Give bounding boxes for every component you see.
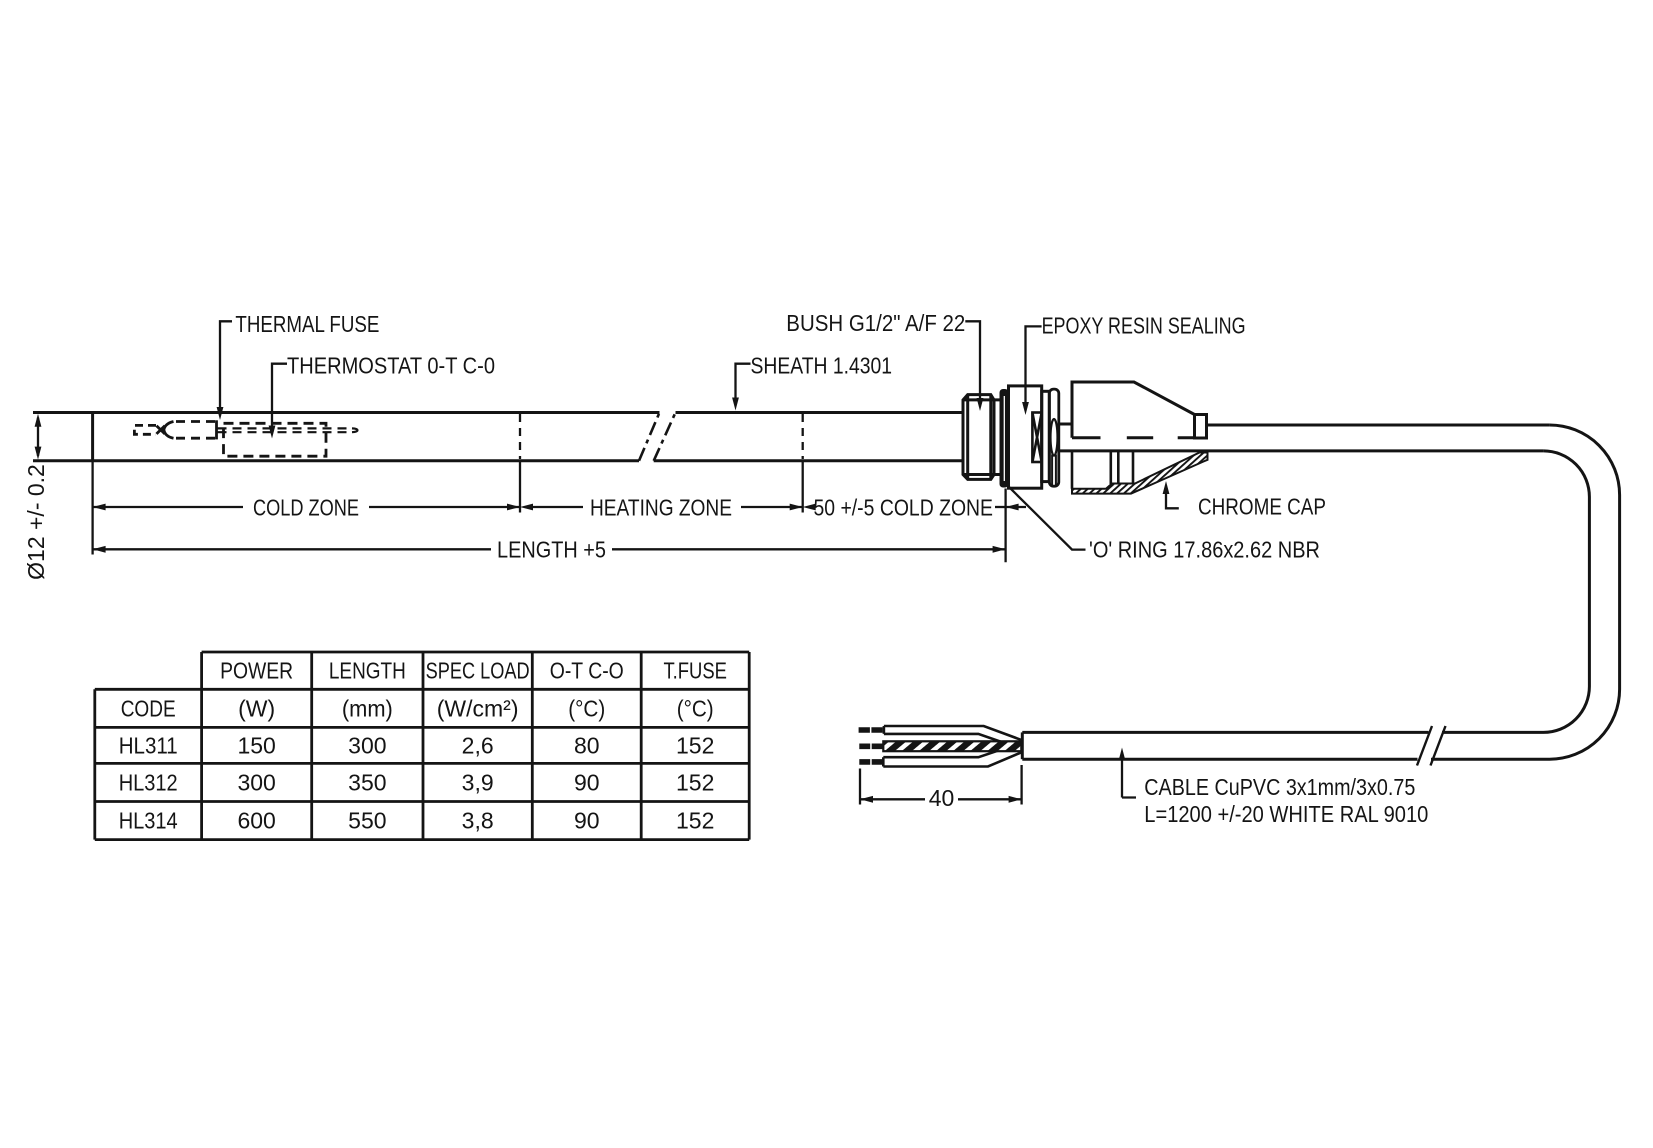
svg-text:Ø12 +/- 0.2: Ø12 +/- 0.2: [23, 464, 49, 580]
svg-text:152: 152: [676, 769, 714, 795]
svg-text:HL314: HL314: [119, 808, 178, 834]
svg-text:550: 550: [348, 808, 386, 834]
svg-text:350: 350: [348, 769, 386, 795]
svg-text:90: 90: [574, 769, 600, 795]
svg-text:SHEATH 1.4301: SHEATH 1.4301: [751, 353, 893, 379]
svg-text:EPOXY RESIN SEALING: EPOXY RESIN SEALING: [1042, 312, 1246, 338]
svg-text:CABLE CuPVC 3x1mm/3x0.75: CABLE CuPVC 3x1mm/3x0.75: [1144, 774, 1415, 800]
svg-text:(W): (W): [238, 695, 275, 721]
svg-text:HL311: HL311: [119, 732, 178, 758]
svg-text:152: 152: [676, 808, 714, 834]
svg-text:2,6: 2,6: [462, 732, 494, 758]
svg-text:50 +/-5 COLD ZONE: 50 +/-5 COLD ZONE: [814, 495, 994, 521]
svg-text:90: 90: [574, 808, 600, 834]
svg-text:600: 600: [237, 808, 275, 834]
svg-text:L=1200 +/-20 WHITE RAL 9010: L=1200 +/-20 WHITE RAL 9010: [1144, 801, 1428, 827]
svg-text:152: 152: [676, 732, 714, 758]
svg-text:LENGTH +5: LENGTH +5: [497, 537, 606, 563]
svg-text:80: 80: [574, 732, 600, 758]
svg-text:300: 300: [348, 732, 386, 758]
svg-text:CODE: CODE: [121, 695, 176, 721]
svg-text:T.FUSE: T.FUSE: [663, 658, 727, 684]
svg-text:3,9: 3,9: [462, 769, 494, 795]
svg-text:HEATING ZONE: HEATING ZONE: [590, 495, 732, 521]
svg-text:150: 150: [237, 732, 275, 758]
svg-text:(W/cm²): (W/cm²): [437, 695, 519, 721]
svg-text:THERMOSTAT 0-T C-0: THERMOSTAT 0-T C-0: [287, 353, 495, 379]
svg-text:3,8: 3,8: [462, 808, 494, 834]
svg-text:300: 300: [237, 769, 275, 795]
svg-text:COLD ZONE: COLD ZONE: [253, 495, 359, 521]
svg-text:'O' RING 17.86x2.62 NBR: 'O' RING 17.86x2.62 NBR: [1089, 537, 1320, 563]
svg-text:CHROME CAP: CHROME CAP: [1198, 494, 1326, 520]
svg-text:LENGTH: LENGTH: [329, 658, 406, 684]
svg-text:BUSH G1/2" A/F 22: BUSH G1/2" A/F 22: [786, 310, 965, 336]
svg-text:(°C): (°C): [568, 695, 605, 721]
svg-text:THERMAL FUSE: THERMAL FUSE: [235, 311, 379, 337]
svg-text:(mm): (mm): [342, 695, 393, 721]
svg-text:HL312: HL312: [119, 769, 178, 795]
svg-text:SPEC LOAD: SPEC LOAD: [426, 658, 530, 684]
svg-text:O-T C-O: O-T C-O: [550, 658, 624, 684]
svg-text:POWER: POWER: [220, 658, 293, 684]
svg-text:(°C): (°C): [677, 695, 714, 721]
svg-text:40: 40: [929, 785, 955, 811]
